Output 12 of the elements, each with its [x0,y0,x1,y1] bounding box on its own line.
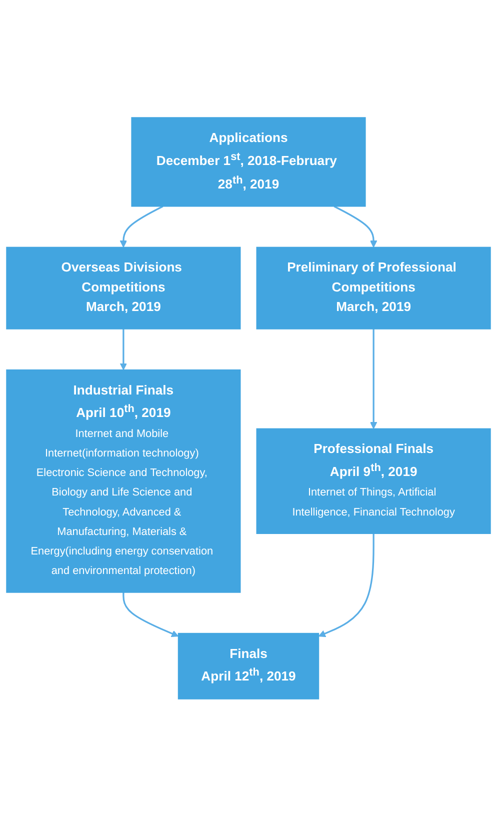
arrow [120,205,164,248]
arrow [122,592,179,637]
arrow [334,205,378,248]
node-box: Preliminary of Professional Competitions March, 2019 [256,246,491,330]
node-box: Overseas Divisions Competitions March, 2019 [6,246,241,330]
node-box: Finals April 12$^{th}$, 2019 [178,632,320,700]
node-box: Professional Finals April 9$^{th}$, 2019 Internet of Things, Artificial Intelligence, Financial Technology [256,428,491,534]
arrow [120,328,128,370]
node-box: Industrial Finals April 10$^{th}$, 2019 Internet and Mobile Internet(information technology) Electronic Science and Technology, Biology and Life Science and Technology, Advanced & Manufacturing, Materials & Energy(including energy conservation and environmental protection) [6,369,241,593]
arrow [370,328,378,429]
arrow [318,533,374,637]
node-box: Applications December 1$^{st}$, 2018-February 28$^{th}$, 2019 [131,116,366,206]
